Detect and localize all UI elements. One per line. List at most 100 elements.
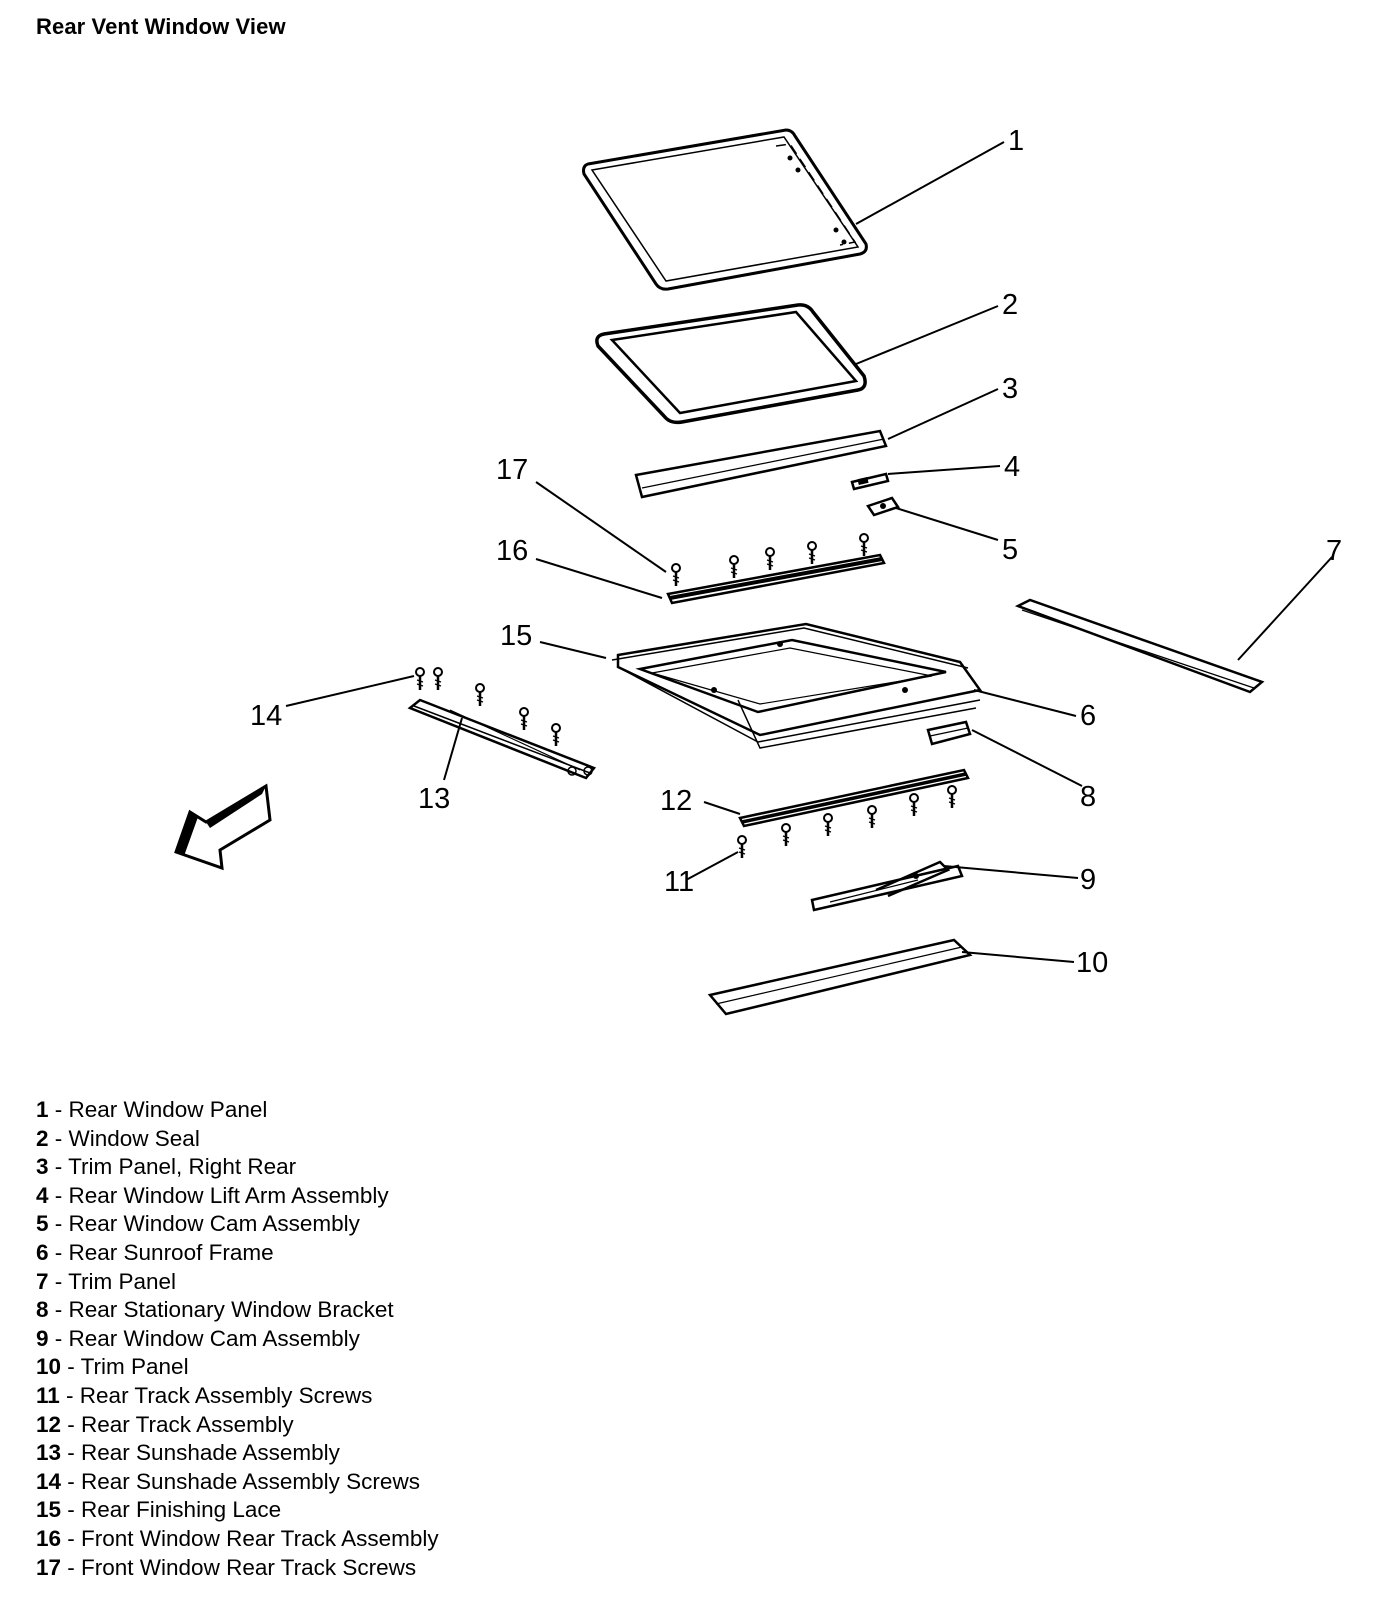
legend-separator: -: [61, 1525, 82, 1551]
callout-6: 6: [1080, 700, 1096, 732]
callout-11: 11: [664, 866, 694, 898]
legend-item-label: Rear Sunshade Assembly Screws: [81, 1468, 420, 1494]
legend-separator: -: [48, 1182, 69, 1208]
rear-window-lift-arm-assembly: [850, 472, 890, 491]
legend-item-label: Rear Stationary Window Bracket: [68, 1297, 394, 1323]
trim-panel-right-rear: [634, 429, 888, 499]
legend-item-number: 5: [36, 1211, 49, 1237]
legend-item: 8 - Rear Stationary Window Bracket: [36, 1296, 439, 1325]
callout-15: 15: [500, 620, 532, 652]
legend-separator: -: [61, 1497, 82, 1523]
legend-item: 2 - Window Seal: [36, 1125, 439, 1154]
legend-item-number: 12: [36, 1411, 62, 1437]
legend-item-label: Rear Finishing Lace: [81, 1497, 282, 1523]
legend-item: 12 - Rear Track Assembly: [36, 1411, 439, 1440]
rear-track-assembly: [738, 768, 970, 828]
legend-separator: -: [61, 1440, 82, 1466]
trim-panel-lower: [707, 938, 973, 1016]
legend-item-number: 8: [36, 1297, 49, 1323]
legend-item-number: 6: [36, 1239, 49, 1265]
callout-1: 1: [1008, 125, 1024, 157]
legend-item-number: 10: [36, 1354, 62, 1380]
legend-item: 15 - Rear Finishing Lace: [36, 1496, 439, 1525]
callout-17: 17: [496, 454, 528, 486]
legend-separator: -: [61, 1468, 82, 1494]
legend-item-number: 9: [36, 1325, 49, 1351]
legend-item: 16 - Front Window Rear Track Assembly: [36, 1525, 439, 1554]
legend-item-number: 13: [36, 1440, 62, 1466]
legend-separator: -: [48, 1297, 69, 1323]
legend-item-number: 7: [36, 1268, 49, 1294]
legend-item-label: Rear Window Panel: [68, 1097, 268, 1122]
callout-4: 4: [1004, 451, 1020, 483]
callout-5: 5: [1002, 534, 1018, 566]
rear-window-cam-assembly-upper: [866, 496, 900, 517]
legend-item: 10 - Trim Panel: [36, 1353, 439, 1382]
legend-separator: -: [48, 1325, 69, 1351]
callout-13: 13: [418, 783, 450, 815]
rear-sunshade-assembly: [407, 698, 597, 780]
legend-item-number: 4: [36, 1182, 49, 1208]
legend-item: 17 - Front Window Rear Track Screws: [36, 1554, 439, 1583]
legend-item-label: Rear Track Assembly Screws: [79, 1382, 373, 1408]
callout-16: 16: [496, 535, 528, 567]
legend-separator: -: [61, 1354, 81, 1380]
legend-item: 11 - Rear Track Assembly Screws: [36, 1382, 439, 1411]
legend-separator: -: [48, 1097, 69, 1122]
callout-12: 12: [660, 785, 692, 817]
callout-2: 2: [1002, 289, 1018, 321]
window-seal: [595, 303, 867, 425]
legend-item: 7 - Trim Panel: [36, 1268, 439, 1297]
rear-window-panel: [582, 128, 868, 291]
legend-item-label: Trim Panel, Right Rear: [68, 1154, 297, 1180]
legend-separator: -: [48, 1125, 69, 1151]
legend-item-number: 16: [36, 1525, 62, 1551]
legend-separator: -: [61, 1554, 82, 1580]
legend-item-label: Rear Window Lift Arm Assembly: [68, 1182, 389, 1208]
front-direction-arrow-icon: [174, 783, 272, 871]
callout-7: 7: [1326, 535, 1342, 567]
callout-8: 8: [1080, 781, 1096, 813]
rear-sunroof-frame: [616, 622, 983, 749]
front-window-rear-track-assembly: [666, 553, 886, 605]
legend-item-label: Window Seal: [68, 1125, 200, 1151]
legend-item: 5 - Rear Window Cam Assembly: [36, 1210, 439, 1239]
callout-10: 10: [1076, 947, 1108, 979]
legend-item-number: 3: [36, 1154, 49, 1180]
callout-leader-lines: [285, 141, 1333, 963]
callout-9: 9: [1080, 864, 1096, 896]
legend-separator: -: [48, 1268, 69, 1294]
legend-item-number: 11: [36, 1382, 60, 1408]
legend-item-label: Front Window Rear Track Screws: [81, 1554, 417, 1580]
legend-item: 4 - Rear Window Lift Arm Assembly: [36, 1182, 439, 1211]
legend-separator: -: [48, 1154, 69, 1180]
page-title: Rear Vent Window View: [36, 14, 286, 39]
legend-item: 1 - Rear Window Panel: [36, 1096, 439, 1125]
legend-item-label: Rear Window Cam Assembly: [68, 1211, 360, 1237]
legend-item-number: 15: [36, 1497, 62, 1523]
legend-item: 3 - Trim Panel, Right Rear: [36, 1153, 439, 1182]
rear-window-cam-assembly-lower: [810, 860, 964, 912]
legend-item: 9 - Rear Window Cam Assembly: [36, 1325, 439, 1354]
rear-stationary-window-bracket: [926, 720, 972, 746]
legend-separator: -: [48, 1239, 69, 1265]
legend-item-label: Front Window Rear Track Assembly: [81, 1525, 439, 1551]
legend-item-label: Rear Sunshade Assembly: [81, 1440, 340, 1466]
legend-item-number: 2: [36, 1125, 49, 1151]
trim-panel-side: [1014, 598, 1265, 694]
parts-legend: 1 - Rear Window Panel 2 - Window Seal 3 …: [36, 1096, 439, 1582]
legend-item-label: Rear Window Cam Assembly: [68, 1325, 360, 1351]
legend-separator: -: [59, 1382, 80, 1408]
legend-item-label: Trim Panel: [68, 1268, 177, 1294]
legend-separator: -: [61, 1411, 82, 1437]
legend-item: 13 - Rear Sunshade Assembly: [36, 1439, 439, 1468]
exploded-parts-diagram: 1 2 3 4 5 6 7 8 9 10 11 12 13 14 15 16 1…: [174, 125, 1342, 1016]
legend-item-number: 14: [36, 1468, 62, 1494]
callout-numbers: 1 2 3 4 5 6 7 8 9 10 11 12 13 14 15 16 1…: [250, 125, 1342, 979]
legend-item-number: 1: [36, 1097, 49, 1122]
legend-item: 6 - Rear Sunroof Frame: [36, 1239, 439, 1268]
legend-item-label: Rear Track Assembly: [81, 1411, 294, 1437]
callout-3: 3: [1002, 373, 1018, 405]
legend-item: 14 - Rear Sunshade Assembly Screws: [36, 1468, 439, 1497]
legend-item-number: 17: [36, 1554, 62, 1580]
